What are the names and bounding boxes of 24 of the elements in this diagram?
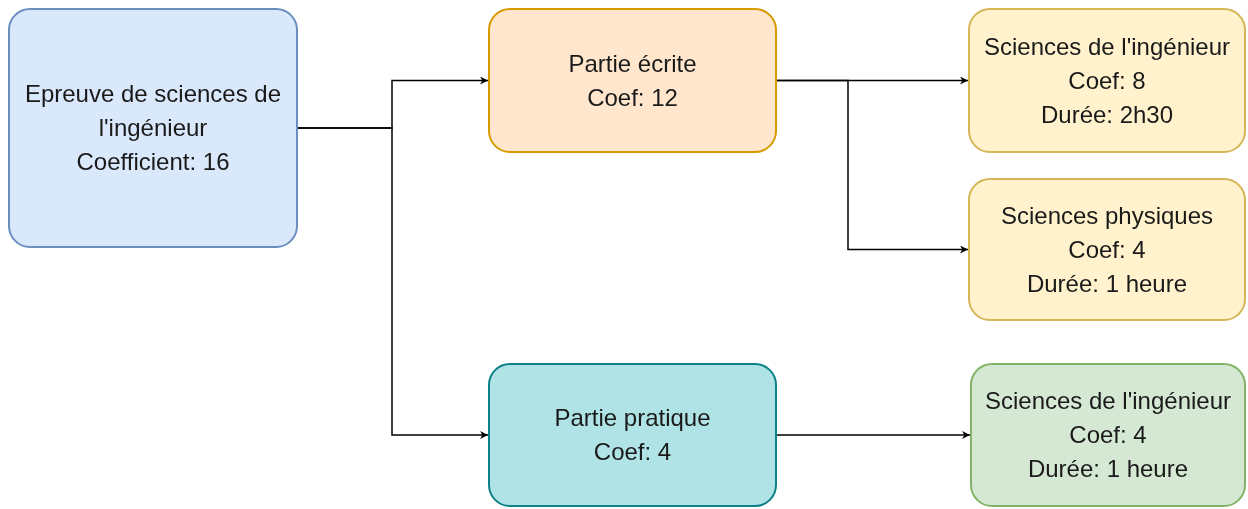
box-text: Coef: 4 <box>1069 420 1147 450</box>
arrow <box>776 431 971 439</box>
process-box <box>968 178 1246 321</box>
arrow <box>776 79 969 254</box>
box-text: Partie pratique <box>554 403 711 433</box>
arrow <box>297 127 489 439</box>
box-text: Coef: 4 <box>593 437 672 467</box>
box-text: Epreuve de sciences de l'ingénieur <box>23 79 283 143</box>
process-box <box>488 363 777 507</box>
process-box <box>8 8 298 248</box>
box-text: Durée: 2h30 <box>1040 99 1174 130</box>
box-text: Coefficient: 16 <box>76 147 230 177</box>
process-box <box>488 8 777 153</box>
box-text: Durée: 1 heure <box>1026 268 1188 299</box>
box-text: Coef: 8 <box>1068 65 1146 96</box>
box-text: Sciences de l'ingénieur <box>983 31 1231 62</box>
box-text: Coef: 12 <box>587 82 678 113</box>
box-text: Sciences physiques <box>1000 200 1214 231</box>
box-text: Partie écrite <box>568 48 697 79</box>
box-text: Coef: 4 <box>1068 234 1146 265</box>
box-text: Sciences de l'ingénieur <box>984 386 1232 416</box>
process-box <box>970 363 1246 507</box>
box-text: Durée: 1 heure <box>1027 454 1189 484</box>
process-box <box>968 8 1246 153</box>
